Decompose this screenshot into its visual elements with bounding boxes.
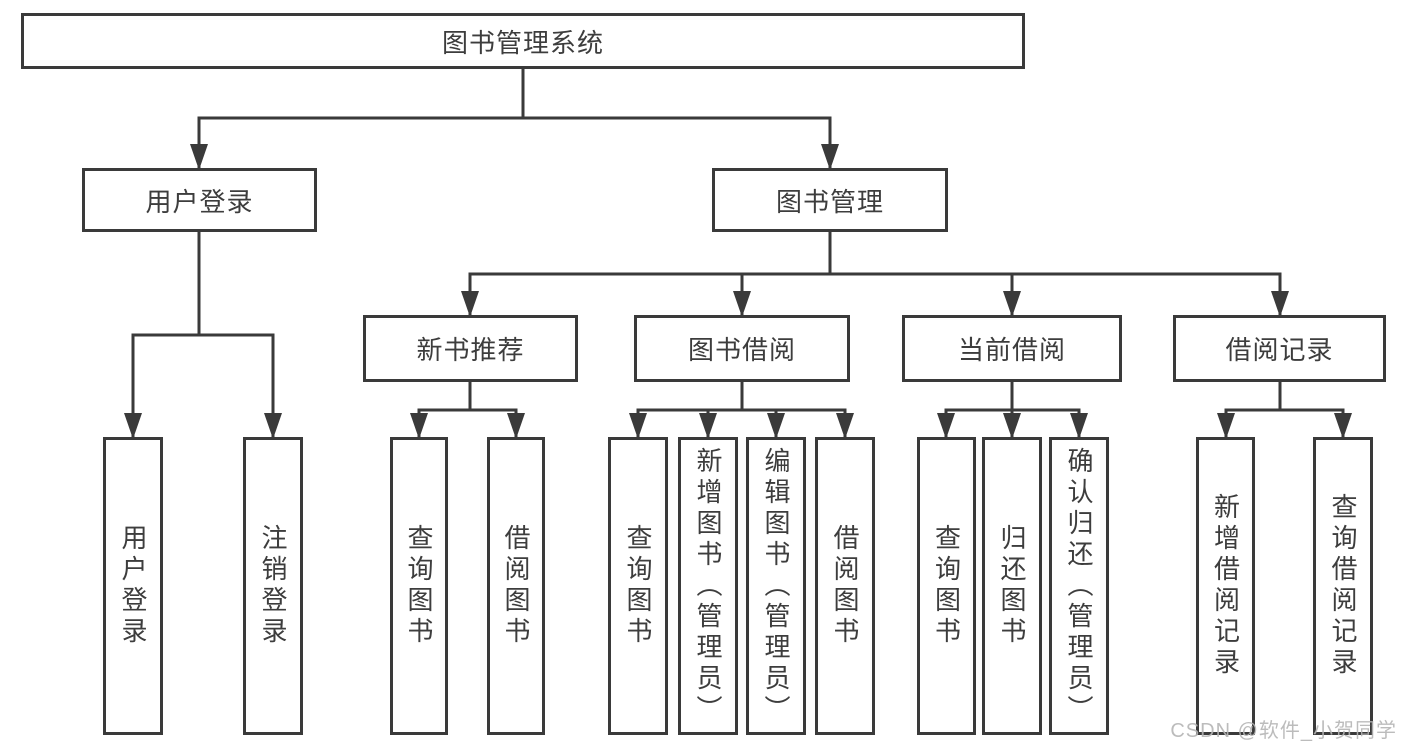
leaf-user-login-label: 用户登录 [118,524,148,648]
leaf-br-add-record-label: 新增借阅记录 [1210,493,1241,679]
leaf-user-login: 用户登录 [103,437,163,735]
leaf-bb-borrow-books-label: 借阅图书 [830,524,860,648]
node-borrow-record-label: 借阅记录 [1225,335,1334,365]
leaf-nbr-borrow-books-label: 借阅图书 [501,524,531,648]
node-current-borrow-label: 当前借阅 [957,335,1066,365]
leaf-br-query-record-label: 查询借阅记录 [1328,493,1358,679]
leaf-cb-return-books-label: 归还图书 [997,524,1027,648]
leaf-cb-confirm-return-admin-label: 确认归还（管理员） [1064,446,1094,726]
leaf-nbr-query-books: 查询图书 [390,437,448,735]
node-book-management: 图书管理 [712,168,948,232]
leaf-cb-query-books-label: 查询图书 [931,524,962,648]
leaf-bb-add-books-admin: 新增图书（管理员） [678,437,738,735]
node-book-borrow: 图书借阅 [634,315,850,382]
leaf-cb-confirm-return-admin: 确认归还（管理员） [1049,437,1109,735]
node-book-management-label: 图书管理 [775,186,884,217]
leaf-bb-add-books-admin-label: 新增图书（管理员） [693,446,723,726]
node-user-login: 用户登录 [82,168,317,232]
leaf-br-add-record: 新增借阅记录 [1196,437,1255,735]
leaf-bb-edit-books-admin-label: 编辑图书（管理员） [761,446,791,726]
leaf-logout-label: 注销登录 [258,524,288,648]
node-root: 图书管理系统 [21,13,1025,69]
node-new-book-recommend-label: 新书推荐 [416,335,525,365]
node-borrow-record: 借阅记录 [1173,315,1386,382]
leaf-br-query-record: 查询借阅记录 [1313,437,1373,735]
leaf-logout: 注销登录 [243,437,303,735]
node-new-book-recommend: 新书推荐 [363,315,578,382]
node-root-label: 图书管理系统 [441,27,604,58]
node-user-login-label: 用户登录 [145,186,254,217]
leaf-nbr-borrow-books: 借阅图书 [487,437,545,735]
node-current-borrow: 当前借阅 [902,315,1122,382]
arrowheads [124,144,1352,439]
leaf-bb-edit-books-admin: 编辑图书（管理员） [746,437,806,735]
node-book-borrow-label: 图书借阅 [687,335,796,365]
leaf-nbr-query-books-label: 查询图书 [404,524,434,648]
leaf-cb-query-books: 查询图书 [917,437,976,735]
leaf-cb-return-books: 归还图书 [982,437,1042,735]
leaf-bb-borrow-books: 借阅图书 [815,437,875,735]
leaf-bb-query-books: 查询图书 [608,437,668,735]
leaf-bb-query-books-label: 查询图书 [623,524,653,648]
